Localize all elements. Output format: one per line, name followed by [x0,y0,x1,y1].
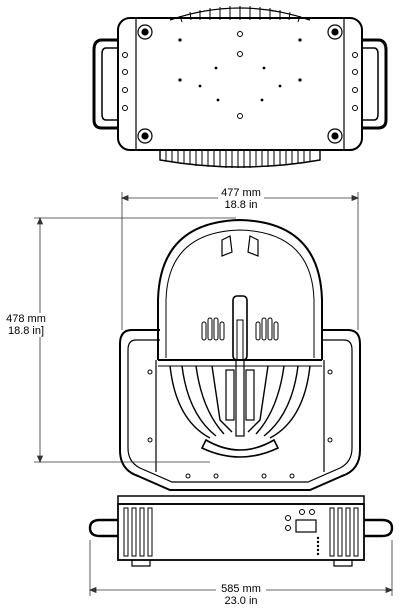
width-base-label: 585 mm 23.0 in [216,583,266,607]
led-dots [316,536,320,556]
base-vents-right [329,507,359,557]
width-base-mm: 585 mm [221,583,261,595]
cage-columns [225,359,255,437]
bottom-fins [165,150,311,168]
width-top-label: 477 mm 18.8 in [218,187,264,211]
yoke-screws [147,369,333,479]
yoke [119,329,361,491]
top-body [117,17,363,151]
left-handle [92,38,118,130]
foot-right [333,560,353,567]
cage-ribs [169,365,311,439]
base-vents-left [123,507,153,557]
vent-right [247,235,259,257]
vent-left [221,235,233,257]
base-handle-left [88,518,118,538]
control-buttons [285,509,315,531]
height-mm: 478 mm [6,313,46,325]
center-handle [232,295,248,361]
head-dome [157,218,323,360]
inner-dots [178,38,302,102]
base-top [117,495,365,505]
height-label: 478 mm 18.8 in] [2,313,50,337]
width-base-in: 23.0 in [224,595,258,607]
top-view [92,6,388,168]
base-view [88,495,394,567]
top-fins [179,6,301,23]
side-holes [122,52,358,111]
lens [200,438,280,458]
width-top-in: 18.8 in [224,199,258,211]
front-view [119,218,361,491]
height-in: 18.8 in] [7,325,45,337]
corner-screws [137,24,343,144]
width-top-mm: 477 mm [221,187,261,199]
right-handle [362,38,388,130]
base-handle-right [364,518,394,538]
grille-right [255,317,279,341]
grille-left [201,317,225,341]
foot-left [131,560,151,567]
display-panel [295,519,317,533]
base-body [117,503,365,561]
center-circles [237,31,243,119]
